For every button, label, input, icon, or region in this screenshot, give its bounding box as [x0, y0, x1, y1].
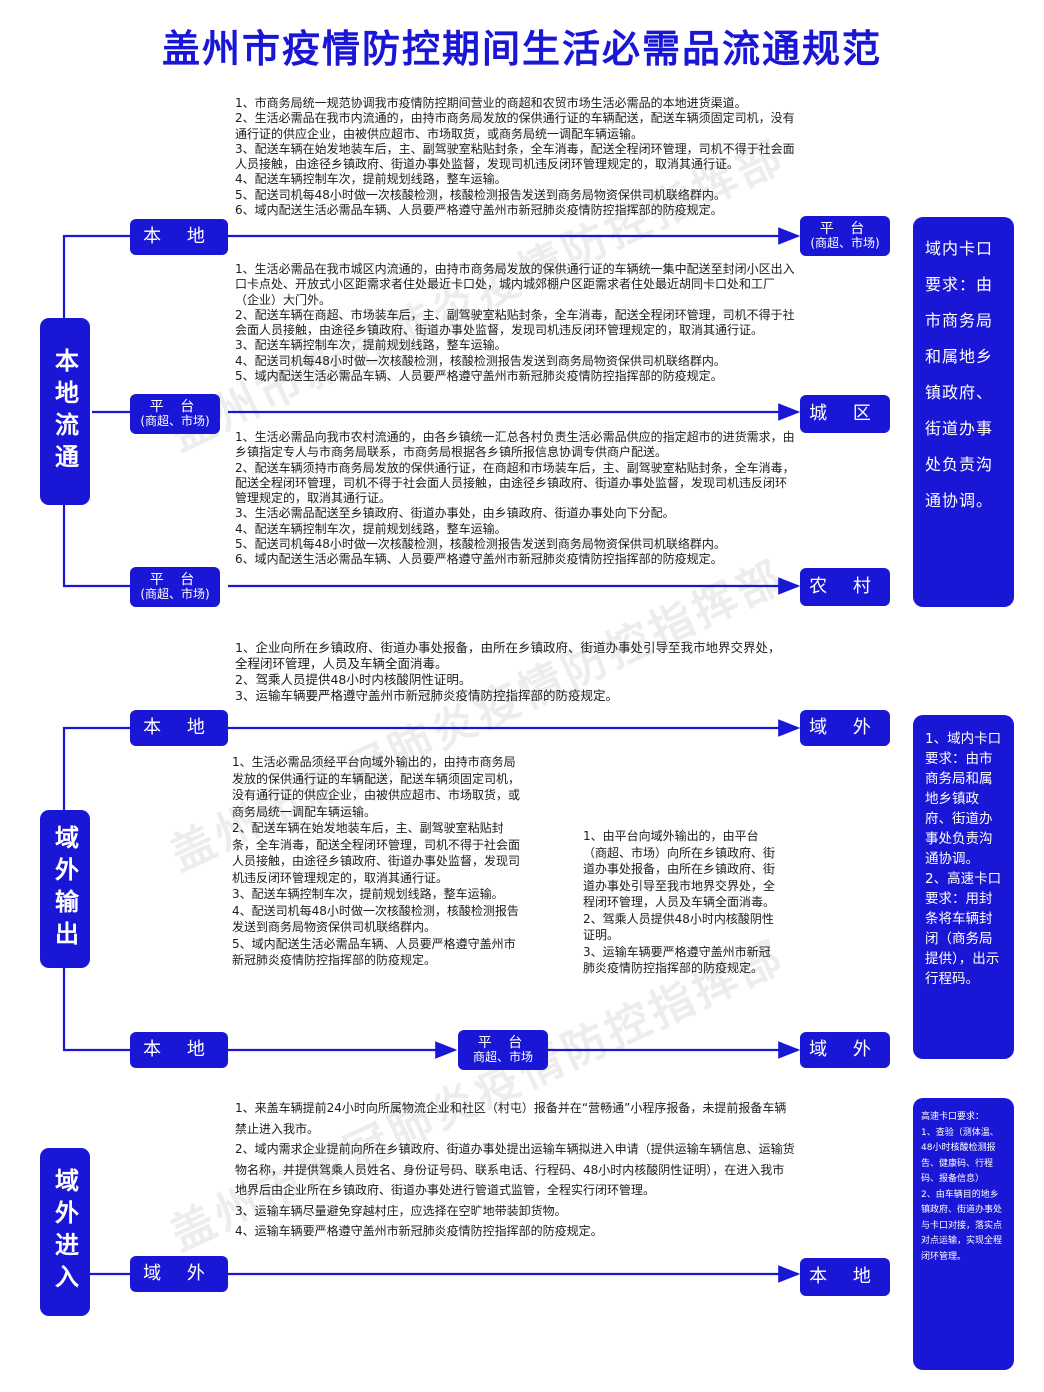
node-label: 平 台: [477, 1035, 529, 1052]
node-label: 城 区: [809, 402, 881, 424]
node-local: 本 地: [130, 710, 228, 746]
node-outside: 域 外: [130, 1256, 228, 1292]
connector-line: [62, 968, 130, 1052]
rule-block-platform-to-city: 1、生活必需品在我市城区内流通的，由持市商务局发放的保供通行证的车辆统一集中配送…: [235, 262, 795, 384]
node-platform: 平 台 (商超、市场): [800, 216, 890, 256]
node-platform: 平 台 (商超、市场): [130, 567, 220, 607]
rule-block-outbound-via-platform-right: 1、由平台向域外输出的，由平台（商超、市场）向所在乡镇政府、街道办事处报备，由所…: [583, 829, 776, 975]
node-label: 域 外: [143, 1262, 215, 1284]
connector-line: [62, 505, 130, 588]
node-label: 本 地: [143, 225, 215, 247]
node-sublabel: (商超、市场): [810, 236, 880, 251]
rule-block-local-to-platform: 1、市商务局统一规范协调我市疫情防控期间营业的商超和农贸市场生活必需品的本地进货…: [235, 96, 795, 218]
node-label: 农 村: [809, 575, 881, 597]
node-platform: 平 台 (商超、市场): [130, 394, 220, 434]
node-label: 域 外: [809, 716, 881, 738]
rule-block-outbound-direct: 1、企业向所在乡镇政府、街道办事处报备，由所在乡镇政府、街道办事处引导至我市地界…: [235, 640, 781, 703]
node-label: 本 地: [809, 1265, 881, 1287]
node-sublabel: 商超、市场: [472, 1050, 533, 1065]
node-platform: 平 台 商超、市场: [458, 1030, 548, 1070]
node-sublabel: (商超、市场): [140, 414, 210, 429]
checkpoint-note-outbound: 1、域内卡口要求：由市商务局和属地乡镇政府、街道办事处负责沟通协调。 2、高速卡…: [913, 715, 1014, 1059]
node-label: 本 地: [143, 716, 215, 738]
node-label: 平 台: [149, 399, 201, 416]
connector-line: [62, 234, 130, 318]
section-inbound: 域外进入: [40, 1148, 90, 1316]
rule-block-platform-to-rural: 1、生活必需品向我市农村流通的，由各乡镇统一汇总各村负责生活必需品供应的指定超市…: [235, 430, 795, 567]
node-local: 本 地: [130, 219, 228, 255]
page-title: 盖州市疫情防控期间生活必需品流通规范: [161, 27, 882, 71]
rule-block-inbound: 1、来盖车辆提前24小时向所属物流企业和社区（村屯）报备并在“营畅通”小程序报备…: [235, 1101, 795, 1238]
connector-line: [62, 726, 130, 810]
node-label: 平 台: [149, 572, 201, 589]
node-outside: 域 外: [800, 710, 890, 746]
section-outbound: 域外输出: [40, 810, 90, 968]
node-label: 本 地: [143, 1038, 215, 1060]
node-city: 城 区: [800, 395, 890, 433]
checkpoint-note-inbound: 高速卡口要求： 1、查验（测体温、48小时核酸检测报告、健康码、行程码、报备信息…: [913, 1098, 1014, 1370]
rule-block-outbound-via-platform-left: 1、生活必需品须经平台向域外输出的，由持市商务局发放的保供通行证的车辆配送，配送…: [232, 755, 521, 967]
node-local: 本 地: [130, 1032, 228, 1068]
node-sublabel: (商超、市场): [140, 587, 210, 602]
node-rural: 农 村: [800, 568, 890, 606]
node-label: 平 台: [819, 221, 871, 238]
node-local: 本 地: [800, 1258, 890, 1296]
section-local-circulation: 本地流通: [40, 318, 90, 505]
checkpoint-note-local: 域内卡口要求：由市商务局和属地乡镇政府、街道办事处负责沟通协调。: [913, 217, 1014, 607]
node-outside: 域 外: [800, 1032, 890, 1068]
node-label: 域 外: [809, 1038, 881, 1060]
